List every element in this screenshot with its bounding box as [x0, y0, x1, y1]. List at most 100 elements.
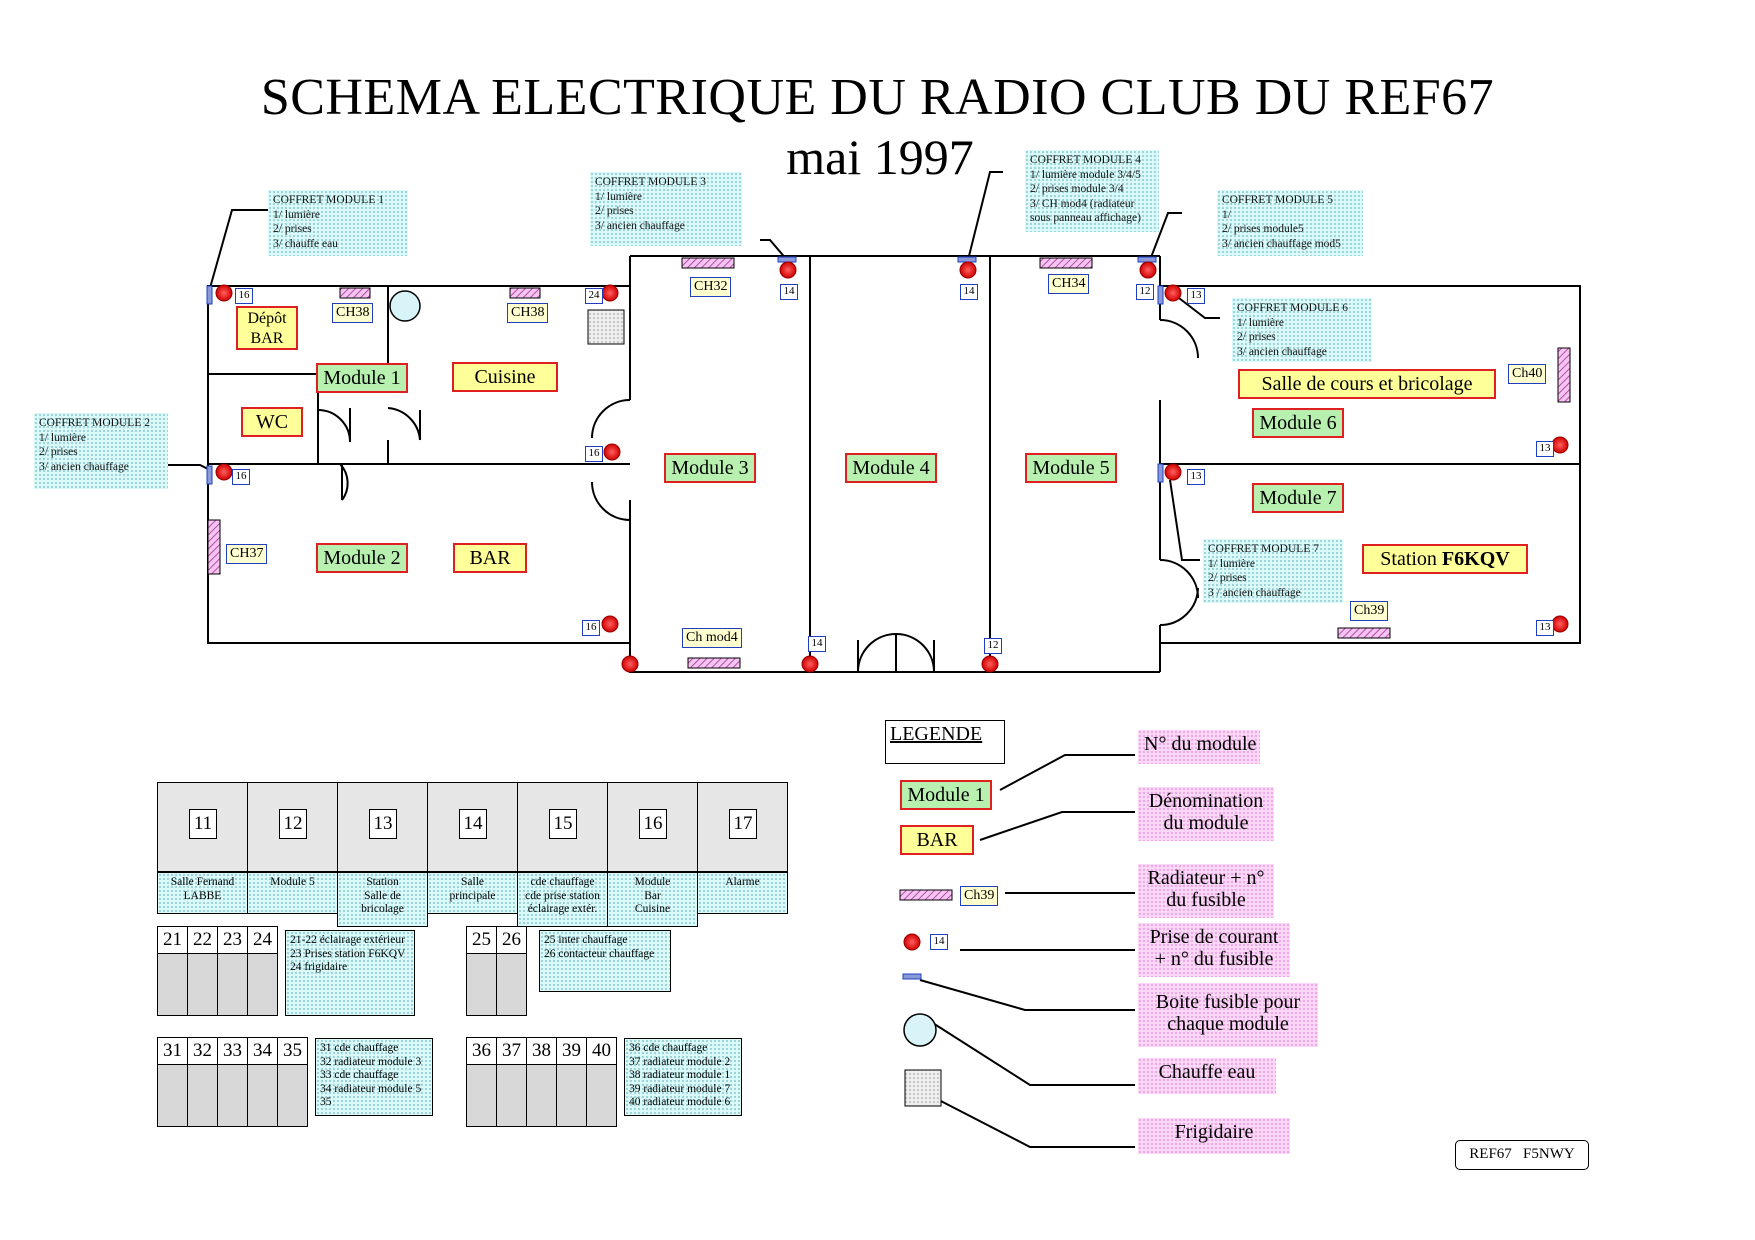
coffret-body: 1/ lumière 2/ prises 3 / ancien chauffag…: [1208, 557, 1301, 599]
legend-num-module: N° du module: [1138, 730, 1260, 764]
fuse-number: 16: [639, 809, 667, 839]
legend-prise: Prise de courant + n° du fusible: [1138, 923, 1290, 977]
radiator-label-chmod4: Ch mod4: [682, 628, 742, 648]
fuse-group-description-3: 31 cde chauffage 32 radiateur module 3 3…: [315, 1038, 433, 1116]
radiator-label-ch34: CH34: [1048, 274, 1090, 294]
radiator-label-ch38a: CH38: [332, 303, 374, 323]
fuse-slot-number: 38: [527, 1038, 556, 1065]
fuse-label: 16: [582, 620, 600, 636]
fuse-slot-25: 25: [466, 926, 497, 1016]
fuse-panel-label: Salle principale: [427, 872, 518, 914]
radiator-label-ch38b: CH38: [507, 303, 549, 323]
fuse-slot-number: 39: [557, 1038, 586, 1065]
coffret-title: COFFRET MODULE 5: [1222, 194, 1333, 206]
room-module-7: Module 7: [1252, 483, 1344, 513]
fuse-slot-number: 24: [248, 927, 277, 954]
fuse-number: 17: [729, 809, 757, 839]
fuse-panel-17: 17: [697, 782, 788, 872]
fuse-slot-34: 34: [247, 1037, 278, 1127]
legend-boite: Boite fusible pour chaque module: [1138, 983, 1318, 1047]
radiator-label-ch37: CH37: [226, 544, 268, 564]
fuse-slot-37: 37: [496, 1037, 527, 1127]
fuse-panel-12: 12: [247, 782, 338, 872]
fuse-number: 12: [279, 809, 307, 839]
fuse-slot-40: 40: [586, 1037, 617, 1127]
legend-radiateur: Radiateur + n° du fusible: [1138, 864, 1274, 918]
room-depot-bar: Dépôt BAR: [236, 306, 298, 350]
legend-sample-fuse: 14: [930, 934, 948, 950]
coffret-module-5: COFFRET MODULE 5 1/ 2/ prises module5 3/ …: [1217, 190, 1363, 256]
coffret-title: COFFRET MODULE 6: [1237, 302, 1348, 314]
coffret-title: COFFRET MODULE 1: [273, 194, 384, 206]
fuse-slot-23: 23: [217, 926, 248, 1016]
fuse-slot-number: 21: [158, 927, 187, 954]
room-wc: WC: [241, 407, 303, 437]
fuse-slot-21: 21: [157, 926, 188, 1016]
fuse-slot-26: 26: [496, 926, 527, 1016]
fuse-slot-35: 35: [277, 1037, 308, 1127]
coffret-title: COFFRET MODULE 7: [1208, 543, 1319, 555]
fuse-slot-number: 26: [497, 927, 526, 954]
fuse-group-description-4: 36 cde chauffage 37 radiateur module 2 3…: [624, 1038, 742, 1116]
fuse-slot-number: 35: [278, 1038, 307, 1065]
radiator-label-ch40: Ch40: [1508, 364, 1547, 384]
fuse-slot-number: 25: [467, 927, 496, 954]
room-cuisine: Cuisine: [452, 362, 558, 392]
fuse-slot-number: 32: [188, 1038, 217, 1065]
coffret-title: COFFRET MODULE 2: [39, 417, 150, 429]
room-module-5: Module 5: [1025, 453, 1117, 483]
coffret-body: 1/ lumière module 3/4/5 2/ prises module…: [1030, 168, 1141, 225]
fuse-slot-22: 22: [187, 926, 218, 1016]
room-module-1: Module 1: [316, 363, 408, 393]
fuse-label: 12: [1136, 284, 1154, 300]
fuse-slot-number: 34: [248, 1038, 277, 1065]
legend-frigidaire: Frigidaire: [1138, 1118, 1290, 1154]
coffret-title: COFFRET MODULE 3: [595, 176, 706, 188]
radiator-label-ch39: Ch39: [1350, 601, 1389, 621]
fuse-panel-11: 11: [157, 782, 248, 872]
fuse-slot-33: 33: [217, 1037, 248, 1127]
room-module-3: Module 3: [664, 453, 756, 483]
page-title: SCHEMA ELECTRIQUE DU RADIO CLUB DU REF67: [260, 69, 1495, 126]
coffret-body: 1/ 2/ prises module5 3/ ancien chauffage…: [1222, 208, 1341, 250]
fuse-slot-number: 31: [158, 1038, 187, 1065]
fuse-label: 14: [960, 284, 978, 300]
fuse-panel-label: Station Salle de bricolage: [337, 872, 428, 927]
fuse-slot-32: 32: [187, 1037, 218, 1127]
fuse-slot-number: 22: [188, 927, 217, 954]
fuse-label: 16: [232, 469, 250, 485]
room-module-4: Module 4: [845, 453, 937, 483]
fuse-panel-label: cde chauffage cde prise station éclairag…: [517, 872, 608, 927]
page-subtitle: mai 1997: [786, 129, 974, 185]
coffret-body: 1/ lumière 2/ prises 3/ ancien chauffage: [39, 431, 129, 473]
fuse-number: 13: [369, 809, 397, 839]
signature: REF67 F5NWY: [1455, 1140, 1589, 1170]
fuse-number: 11: [189, 809, 217, 839]
fuse-label: 14: [808, 636, 826, 652]
room-bar: BAR: [453, 543, 527, 573]
station-label: Station: [1380, 548, 1442, 570]
fuse-panel-15: 15: [517, 782, 608, 872]
fuse-label: 13: [1187, 469, 1205, 485]
fuse-label: 16: [235, 288, 253, 304]
fuse-panel-label: Module 5: [247, 872, 338, 914]
fuse-number: 14: [459, 809, 487, 839]
legend-chauffe-eau: Chauffe eau: [1138, 1058, 1276, 1094]
fuse-panel-13: 13: [337, 782, 428, 872]
fuse-slot-number: 40: [587, 1038, 616, 1065]
station-callsign: F6KQV: [1441, 548, 1510, 570]
legend-title: LEGENDE: [885, 720, 1005, 764]
fuse-slot-31: 31: [157, 1037, 188, 1127]
fuse-slot-36: 36: [466, 1037, 497, 1127]
fuse-label: 12: [984, 638, 1002, 654]
fuse-slot-number: 33: [218, 1038, 247, 1065]
room-station: Station F6KQV: [1362, 544, 1528, 574]
coffret-module-2: COFFRET MODULE 2 1/ lumière 2/ prises 3/ …: [34, 413, 168, 489]
coffret-module-7: COFFRET MODULE 7 1/ lumière 2/ prises 3 /…: [1203, 539, 1343, 603]
legend-denomination: Dénomination du module: [1138, 787, 1274, 841]
radiator-label-ch32: CH32: [690, 277, 732, 297]
